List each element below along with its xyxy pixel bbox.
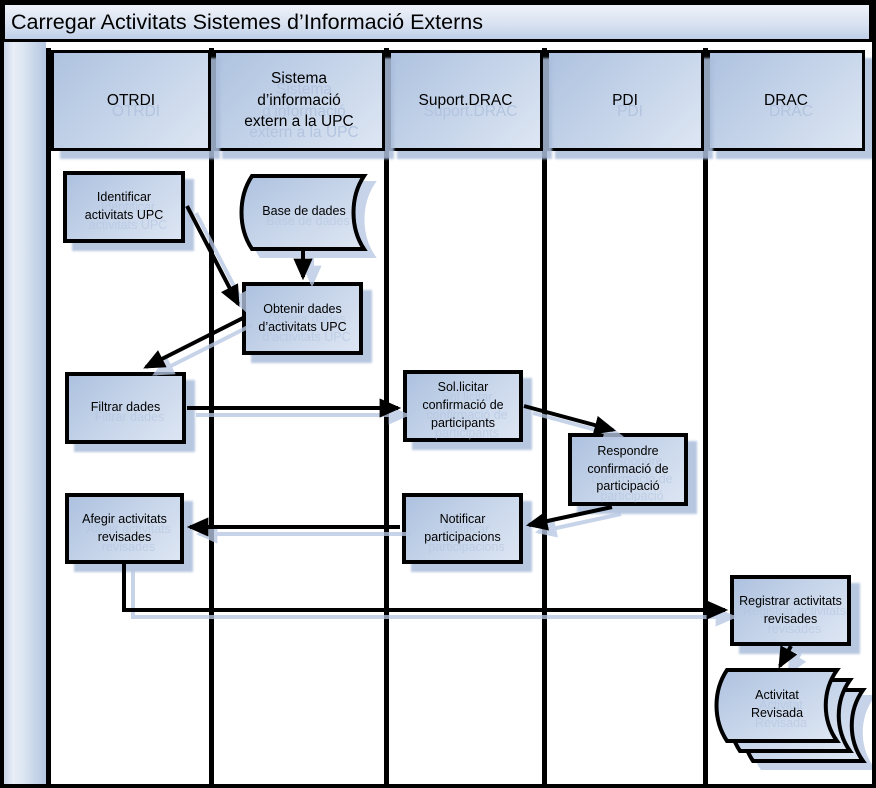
flow-arrow-obtenir-to-filtrar [143, 316, 244, 369]
flow-arrow-sollicitar-to-respondre [523, 404, 617, 435]
lane-divider [542, 48, 547, 784]
process-registrar-activitats-revisades: Registrar activitats revisades [730, 575, 851, 646]
document-label-activitat-revisada: Activitat Revisada [750, 688, 804, 720]
process-notificar-participacions: Notificar participacions [402, 493, 523, 564]
process-respondre-confirmacio-participacio: Respondre confirmació de participació [568, 433, 688, 506]
lane-header-drac: DRAC [707, 50, 865, 151]
pool-side-strip [4, 42, 46, 784]
lane-divider [384, 48, 389, 784]
process-afegir-activitats-revisades: Afegir activitats revisades [65, 493, 184, 564]
flow-arrow-registrar-to-activitat [778, 645, 798, 669]
process-sollicitar-confirmacio-participants: Sol.licitar confirmació de participants [403, 370, 523, 442]
lane-header-sistema-extern: Sistema d’informació extern a la UPC [213, 50, 385, 151]
lane-divider [209, 48, 214, 784]
flow-arrow-afegir-to-registrar [122, 563, 729, 620]
lane-header-pdi: PDI [546, 50, 704, 151]
lane-divider [703, 48, 708, 784]
process-obtenir-dades-activitats-upc: Obtenir dades d’activitats UPC [242, 282, 363, 355]
lane-header-suport-drac: Suport.DRAC [388, 50, 543, 151]
stored-data-label-base-de-dades: Base de dades [262, 204, 346, 219]
diagram-title: Carregar Activitats Sistemes d’Informaci… [11, 9, 483, 34]
diagram-title-bar: Carregar Activitats Sistemes d’Informaci… [2, 2, 872, 42]
process-identificar-activitats-upc: Identificar activitats UPC [63, 171, 185, 243]
process-filtrar-dades: Filtrar dades [65, 372, 186, 444]
lane-divider [46, 48, 51, 784]
lane-header-otrdi: OTRDI [51, 50, 211, 151]
